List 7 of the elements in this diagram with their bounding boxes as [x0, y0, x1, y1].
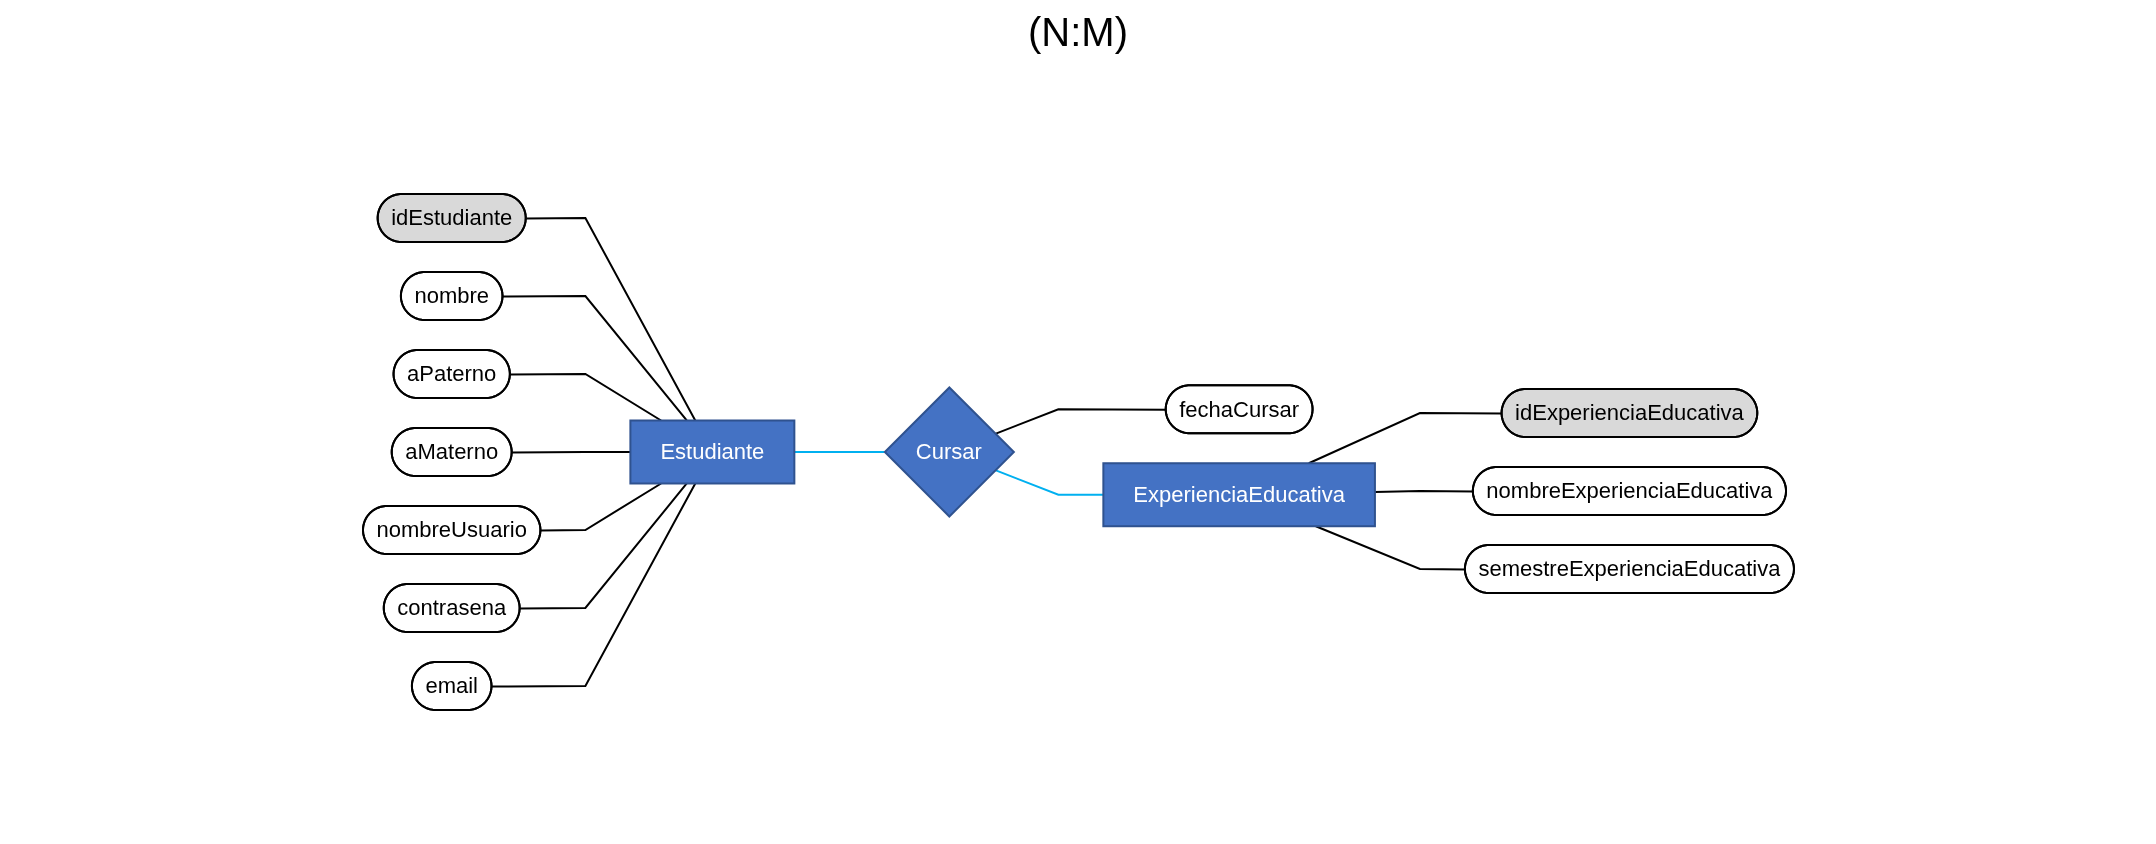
node-diamond: Cursar — [882, 386, 1015, 518]
connector — [501, 295, 688, 422]
node-box: Estudiante — [628, 419, 795, 485]
connector — [539, 482, 662, 532]
connector — [490, 482, 696, 688]
node-box: ExperienciaEducativa — [1101, 462, 1376, 528]
cardinality-label: (N:M) — [1028, 10, 1128, 54]
